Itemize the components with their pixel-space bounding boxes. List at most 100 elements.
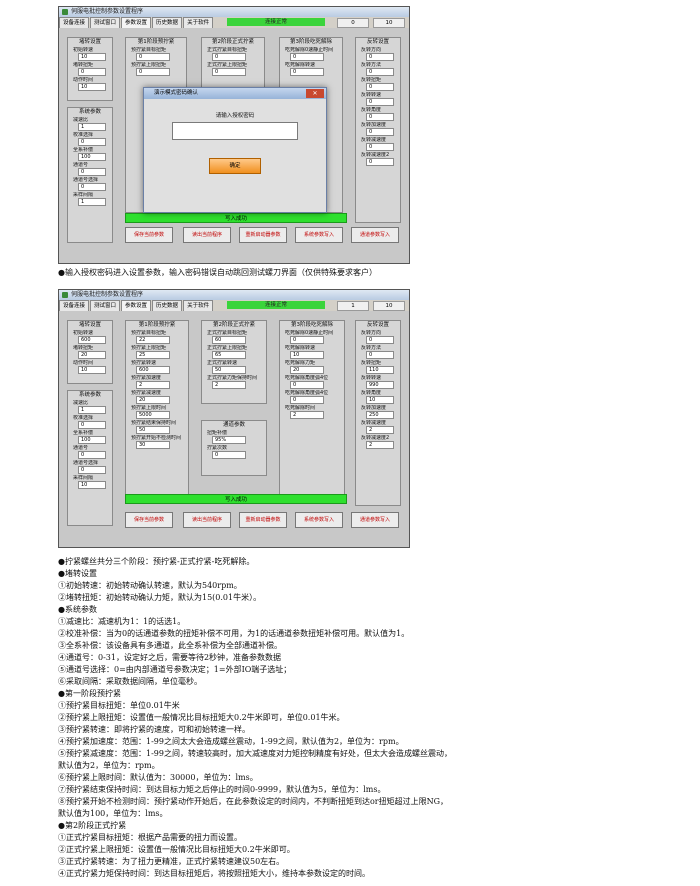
action-time-input[interactable]: 10 — [78, 366, 106, 374]
calibration-input[interactable]: 0 — [78, 421, 106, 429]
write-system-params-button[interactable]: 系统参数写入 — [295, 227, 343, 243]
final-target-torque-input[interactable]: 0 — [212, 53, 246, 61]
reverse-decel-input[interactable]: 2 — [366, 426, 394, 434]
release-idle-time-input[interactable]: 0 — [290, 336, 324, 344]
release-time-input[interactable]: 2 — [290, 411, 324, 419]
field-label: 正式拧紧力矩保持时间 — [207, 375, 258, 381]
tab-history[interactable]: 历史数据 — [152, 300, 183, 311]
pre-decel-input[interactable]: 20 — [136, 396, 170, 404]
final-target-torque-input[interactable]: 60 — [212, 336, 246, 344]
save-params-button[interactable]: 保存当前参数 — [125, 227, 173, 243]
tab-parameter-settings[interactable]: 参数设置 — [121, 300, 152, 311]
channel-select-input[interactable]: 0 — [78, 183, 106, 191]
reverse-method-input[interactable]: 0 — [366, 68, 394, 76]
read-program-button[interactable]: 读出当前程序 — [183, 227, 231, 243]
reverse-speed-input[interactable]: 0 — [366, 98, 394, 106]
reverse-torque-input[interactable]: 110 — [366, 366, 394, 374]
reduction-ratio-input[interactable]: 1 — [78, 123, 106, 131]
tab-about[interactable]: 关于软件 — [183, 17, 214, 28]
window-titlebar: 伺服电批控制参数设置程序 — [59, 290, 409, 300]
tab-test-window[interactable]: 测试窗口 — [90, 300, 121, 311]
stall-torque-input[interactable]: 20 — [78, 351, 106, 359]
field-label: 校准选择 — [73, 415, 94, 421]
tab-test-window[interactable]: 测试窗口 — [90, 17, 121, 28]
field-label: 吃死解除时间 — [285, 405, 316, 411]
release-idle-time-input[interactable]: 0 — [290, 53, 324, 61]
tab-history[interactable]: 历史数据 — [152, 17, 183, 28]
pre-upper-torque-input[interactable]: 25 — [136, 351, 170, 359]
close-icon[interactable]: ✕ — [306, 89, 324, 98]
release-torque-input[interactable]: 20 — [290, 366, 324, 374]
reverse-accel-input[interactable]: 0 — [366, 128, 394, 136]
sample-interval-input[interactable]: 10 — [78, 481, 106, 489]
field-label: 反转角度 — [361, 390, 382, 396]
release-angle2-input[interactable]: 0 — [290, 396, 324, 404]
reverse-speed-input[interactable]: 990 — [366, 381, 394, 389]
tab-device-connect[interactable]: 设备连接 — [59, 300, 90, 311]
reverse-panel-title: 反转设置 — [366, 322, 389, 328]
restart-params-button[interactable]: 重新启动器参数 — [239, 227, 287, 243]
reverse-decel2-input[interactable]: 0 — [366, 158, 394, 166]
reverse-method-input[interactable]: 0 — [366, 351, 394, 359]
write-channel-params-button[interactable]: 通道参数写入 — [351, 512, 399, 528]
release-speed-input[interactable]: 0 — [290, 68, 324, 76]
write-system-params-button[interactable]: 系统参数写入 — [295, 512, 343, 528]
app-icon — [62, 292, 68, 298]
restart-params-button[interactable]: 重新启动器参数 — [239, 512, 287, 528]
field-label: 采样间隔 — [73, 192, 94, 198]
pre-hold-time-input[interactable]: 50 — [136, 426, 170, 434]
global-comp-input[interactable]: 100 — [78, 153, 106, 161]
torque-comp-input[interactable]: 95% — [212, 436, 246, 444]
pre-speed-input[interactable]: 600 — [136, 366, 170, 374]
confirm-button[interactable]: 确定 — [209, 158, 261, 174]
calibration-input[interactable]: 0 — [78, 138, 106, 146]
save-params-button[interactable]: 保存当前参数 — [125, 512, 173, 528]
final-hold-time-input[interactable]: 2 — [212, 381, 246, 389]
tighten-count-input[interactable]: 0 — [212, 451, 246, 459]
final-speed-input[interactable]: 50 — [212, 366, 246, 374]
final-upper-torque-input[interactable]: 65 — [212, 351, 246, 359]
manual-line: ②校准补偿：当为0的话通道参数的扭矩补偿不可用，为1的话通道参数扭矩补偿可用。默… — [58, 629, 410, 638]
reverse-decel2-input[interactable]: 2 — [366, 441, 394, 449]
pre-target-torque-input[interactable]: 0 — [136, 53, 170, 61]
tab-about[interactable]: 关于软件 — [183, 300, 214, 311]
field-label: 预拧紧目标扭矩 — [131, 47, 167, 53]
password-input[interactable] — [172, 122, 298, 140]
read-program-button[interactable]: 读出当前程序 — [183, 512, 231, 528]
dialog-titlebar: 演示模式密码确认 ✕ — [144, 88, 326, 99]
field-label: 预拧紧目标扭矩 — [131, 330, 167, 336]
reduction-ratio-input[interactable]: 1 — [78, 406, 106, 414]
final-upper-torque-input[interactable]: 0 — [212, 68, 246, 76]
field-label: 预拧紧结束保持时间 — [131, 420, 177, 426]
sample-interval-input[interactable]: 1 — [78, 198, 106, 206]
initial-speed-input[interactable]: 10 — [78, 53, 106, 61]
pre-upper-torque-input[interactable]: 0 — [136, 68, 170, 76]
field-label: 正式拧紧目标扭矩 — [207, 330, 248, 336]
reverse-accel-input[interactable]: 250 — [366, 411, 394, 419]
stall-torque-input[interactable]: 0 — [78, 68, 106, 76]
initial-speed-input[interactable]: 600 — [78, 336, 106, 344]
tab-parameter-settings[interactable]: 参数设置 — [121, 17, 152, 28]
tab-device-connect[interactable]: 设备连接 — [59, 17, 90, 28]
pre-accel-input[interactable]: 2 — [136, 381, 170, 389]
reverse-angle-input[interactable]: 10 — [366, 396, 394, 404]
reverse-torque-input[interactable]: 0 — [366, 83, 394, 91]
reverse-decel-input[interactable]: 0 — [366, 143, 394, 151]
reverse-direction-input[interactable]: 0 — [366, 53, 394, 61]
channel-no-input[interactable]: 0 — [78, 168, 106, 176]
channel-no-input[interactable]: 0 — [78, 451, 106, 459]
pre-upper-time-input[interactable]: 5000 — [136, 411, 170, 419]
field-label: 正式拧紧上限扭矩 — [207, 62, 248, 68]
release-angle-input[interactable]: 0 — [290, 381, 324, 389]
release-speed-input[interactable]: 10 — [290, 351, 324, 359]
channel-select-input[interactable]: 0 — [78, 466, 106, 474]
reverse-angle-input[interactable]: 0 — [366, 113, 394, 121]
action-time-input[interactable]: 10 — [78, 83, 106, 91]
global-comp-input[interactable]: 100 — [78, 436, 106, 444]
pre-nocheck-time-input[interactable]: 30 — [136, 441, 170, 449]
pre-target-torque-input[interactable]: 22 — [136, 336, 170, 344]
write-channel-params-button[interactable]: 通道参数写入 — [351, 227, 399, 243]
reverse-direction-input[interactable]: 0 — [366, 336, 394, 344]
